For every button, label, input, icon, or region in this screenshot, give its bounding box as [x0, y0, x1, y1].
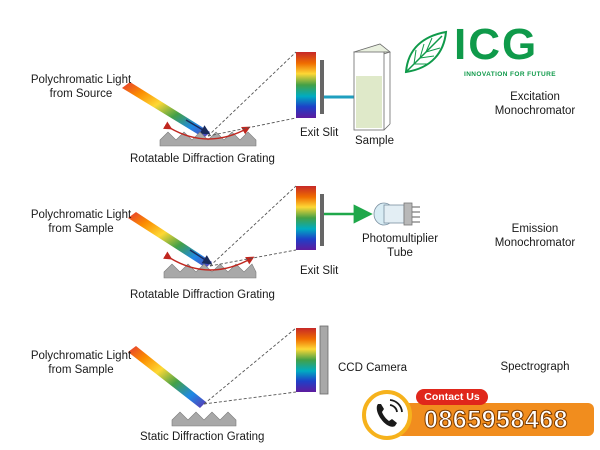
slit-label: Exit Slit — [300, 265, 339, 277]
incoming-beam — [128, 346, 206, 408]
contact-label: Contact Us — [416, 389, 488, 405]
grating-label: Rotatable Diffraction Grating — [130, 289, 275, 301]
ccd-detector-icon — [319, 325, 329, 395]
contact-phone[interactable]: 0865958468 — [423, 406, 569, 435]
dispersion-line — [209, 185, 297, 267]
type-label-line: Excitation — [510, 91, 560, 103]
row-emission — [128, 185, 420, 279]
photomultiplier-tube-icon — [373, 202, 420, 226]
diffraction-grating — [163, 263, 257, 279]
type-label: Emission Monochromator — [480, 222, 590, 250]
source-label-line: from Source — [49, 88, 113, 100]
phone-icon-circle[interactable] — [362, 390, 412, 440]
type-label-line: Emission — [511, 223, 559, 235]
target-label: Sample — [355, 135, 394, 147]
exit-slit — [320, 194, 324, 246]
rotation-arrow — [163, 121, 251, 140]
source-label-line: Polychromatic Light — [30, 209, 132, 221]
brand-logo: ICG INNOVATION FOR FUTURE — [402, 20, 572, 86]
row-spectrograph — [128, 325, 329, 427]
cuvette-icon — [353, 43, 391, 131]
brand-tagline: INNOVATION FOR FUTURE — [464, 71, 556, 78]
source-label-line: from Sample — [48, 223, 114, 235]
phone-icon — [376, 399, 403, 427]
spectrum-bar — [296, 52, 316, 118]
dispersion-line — [207, 117, 297, 137]
grating-label: Rotatable Diffraction Grating — [130, 153, 275, 165]
source-label: Polychromatic Light from Sample — [16, 349, 146, 377]
contact-badge[interactable]: Contact Us 0865958468 — [362, 384, 594, 442]
dispersion-line — [207, 51, 297, 137]
target-label: Photomultiplier Tube — [352, 232, 448, 260]
diffraction-grating — [171, 411, 237, 427]
dispersion-line — [203, 391, 297, 405]
brand-name: ICG — [454, 20, 539, 69]
source-label-line: Polychromatic Light — [30, 74, 132, 86]
rotation-arrow — [163, 251, 255, 271]
source-label: Polychromatic Light from Sample — [16, 208, 146, 236]
source-label-line: from Sample — [48, 364, 114, 376]
type-label: Spectrograph — [480, 360, 590, 374]
target-label-line: Photomultiplier — [361, 233, 439, 245]
source-label: Polychromatic Light from Source — [16, 73, 146, 101]
type-label-line: Spectrograph — [500, 361, 570, 373]
grating-label: Static Diffraction Grating — [140, 431, 265, 443]
source-label-line: Polychromatic Light — [30, 350, 132, 362]
leaf-icon — [404, 30, 448, 74]
exit-slit — [320, 60, 324, 114]
target-label: CCD Camera — [338, 362, 408, 374]
target-label-line: Tube — [387, 247, 413, 259]
type-label-line: Monochromator — [494, 237, 576, 249]
type-label-line: Monochromator — [494, 105, 576, 117]
spectrum-bar — [296, 186, 316, 250]
spectrum-bar — [296, 328, 316, 392]
dispersion-line — [209, 249, 297, 267]
dispersion-line — [203, 327, 297, 405]
contact-pill[interactable] — [384, 403, 594, 436]
row-excitation — [122, 43, 391, 147]
slit-label: Exit Slit — [300, 127, 339, 139]
type-label: Excitation Monochromator — [480, 90, 590, 118]
